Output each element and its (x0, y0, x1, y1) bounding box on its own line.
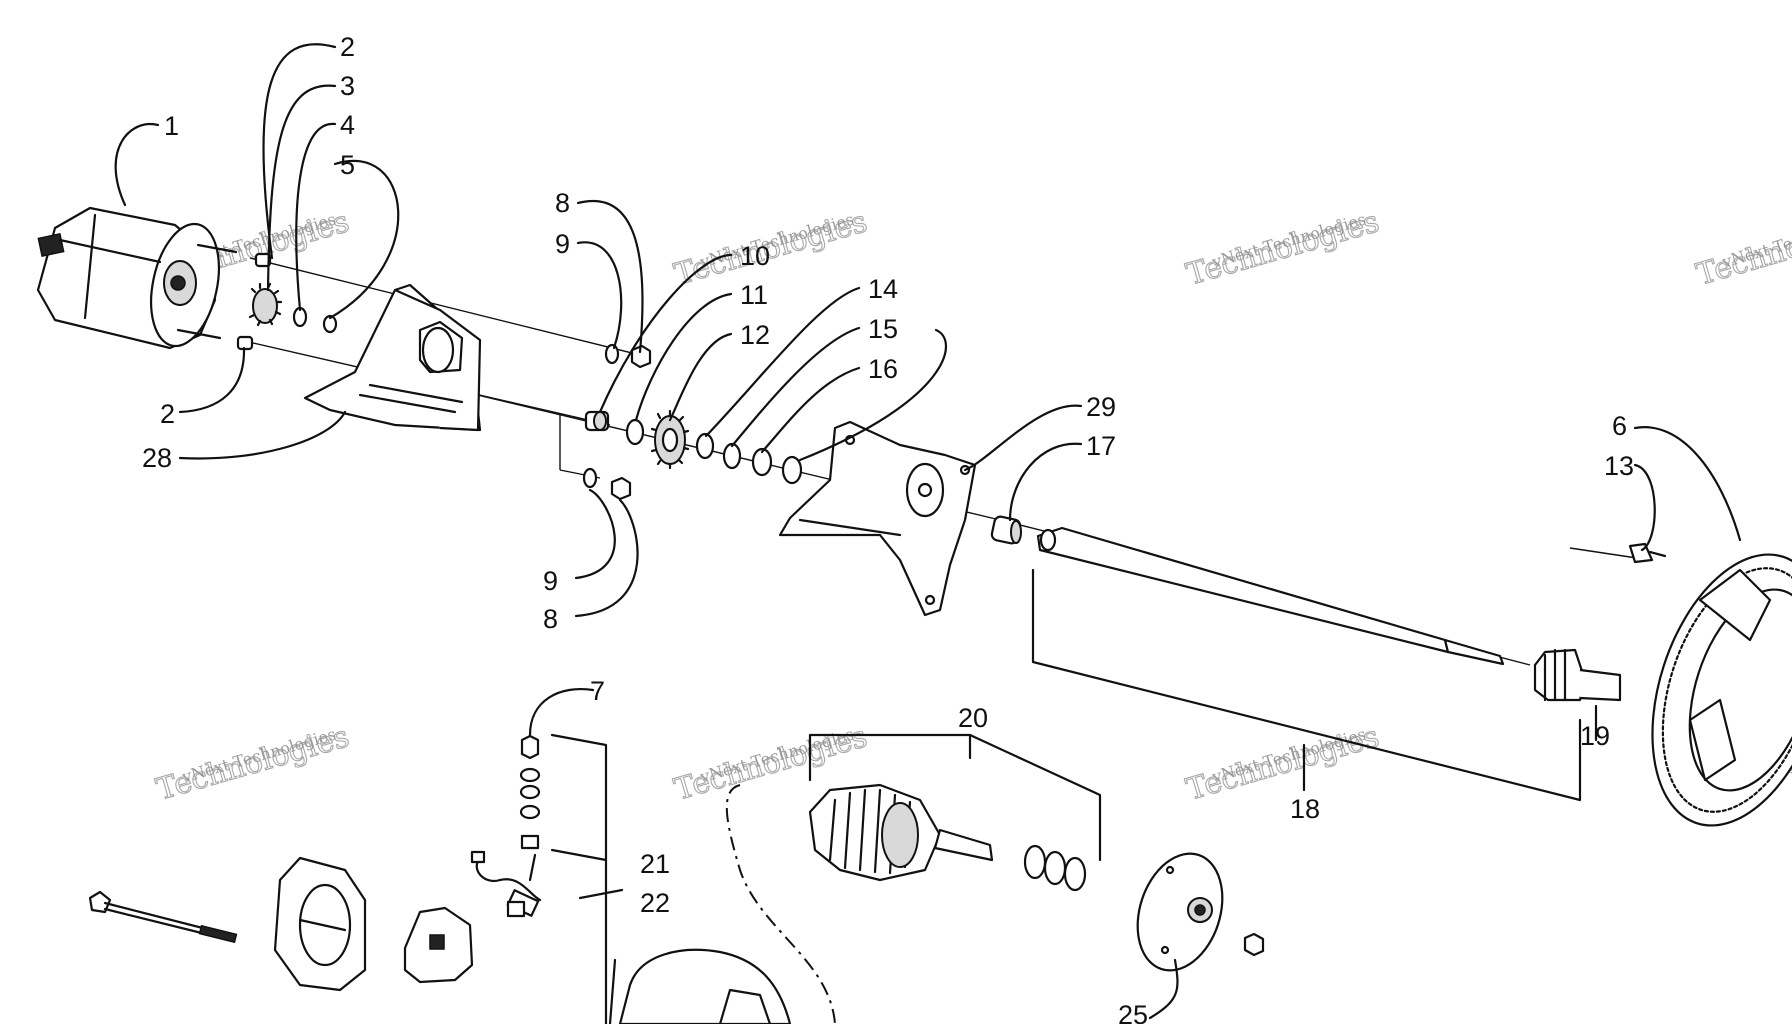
callout-1: 1 (164, 111, 179, 141)
gear-12 (650, 409, 690, 470)
end-plate-25 (1136, 852, 1224, 972)
callout-12: 12 (740, 320, 770, 350)
bolt-13 (1628, 542, 1667, 564)
callout-19: 19 (1580, 721, 1610, 751)
callout-11: 11 (740, 280, 768, 310)
end-cap (273, 856, 367, 992)
callout-10: 10 (740, 241, 770, 271)
callout-18: 18 (1290, 794, 1320, 824)
callout-6: 6 (1612, 411, 1627, 441)
callout-9: 9 (543, 566, 558, 596)
callout-9: 9 (555, 229, 570, 259)
field-housing (608, 948, 792, 1024)
callout-13: 13 (1604, 451, 1634, 481)
watermark: Technologies vNext Technologies (1692, 204, 1792, 293)
callout-labels: 1 2 3 4 5 2 28 8 9 10 11 12 14 15 16 9 8… (142, 32, 1634, 1024)
nut-washer-upper (604, 343, 652, 369)
nut-lower-right (1243, 932, 1265, 957)
callout-4: 4 (340, 110, 355, 140)
callout-7: 7 (590, 676, 605, 706)
bushing-10 (584, 410, 610, 432)
bracket-plate-29 (778, 420, 977, 617)
brush-holder (403, 906, 474, 984)
callout-17: 17 (1086, 431, 1116, 461)
watermark: Technologies vNext Technologies (152, 719, 354, 808)
starter-motor (36, 206, 238, 350)
callout-20: 20 (958, 703, 988, 733)
callout-2: 2 (160, 399, 175, 429)
callout-8: 8 (555, 188, 570, 218)
mounting-bracket (303, 283, 482, 432)
shaft-18 (1036, 526, 1505, 666)
callout-29: 29 (1086, 392, 1116, 422)
callout-5: 5 (340, 150, 355, 180)
callout-16: 16 (868, 354, 898, 384)
callout-22: 22 (640, 888, 670, 918)
callout-14: 14 (868, 274, 898, 304)
callout-3: 3 (340, 71, 355, 101)
through-bolt (88, 890, 238, 944)
assembly-bracket-dashed (725, 784, 836, 1024)
armature-washers (1023, 844, 1087, 892)
washers-upper-left (292, 306, 338, 334)
watermark: Technologies vNext Technologies (1182, 719, 1384, 808)
callout-25: 25 (1118, 1000, 1148, 1024)
callout-8: 8 (543, 604, 558, 634)
callout-28: 28 (142, 443, 172, 473)
callout-21: 21 (640, 849, 670, 879)
brush-lead-22 (470, 850, 542, 918)
nut-stack-7 (519, 734, 541, 882)
bushings (236, 252, 272, 351)
watermark: Technologies vNext Technologies (1182, 204, 1384, 293)
ring-gear-6 (1651, 553, 1792, 827)
pinion-gear (248, 282, 283, 327)
watermark: Technologies vNext Technologies (670, 204, 872, 293)
callout-15: 15 (868, 314, 898, 344)
washers-14-16 (695, 432, 803, 485)
leader-lines (114, 43, 1742, 1024)
callout-2: 2 (340, 32, 355, 62)
nut-washer-lower (582, 467, 632, 501)
drive-pinion-19 (1533, 648, 1622, 702)
armature-20 (808, 783, 994, 882)
sleeve-17 (990, 515, 1022, 545)
washer-11 (625, 418, 645, 446)
